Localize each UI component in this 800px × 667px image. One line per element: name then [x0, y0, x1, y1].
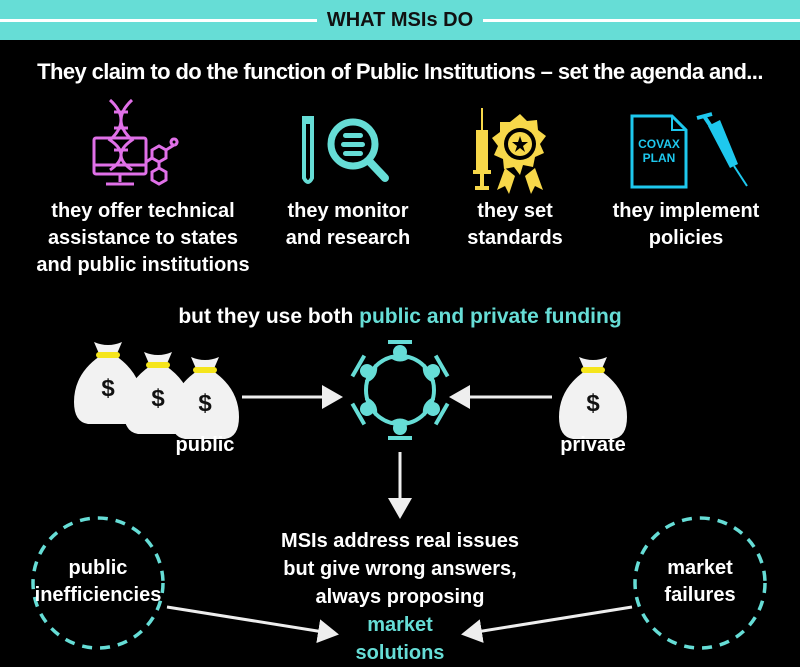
- function-set-standards: they set standards: [445, 198, 585, 252]
- text-line: policies: [648, 227, 724, 249]
- funding-prefix: but they use both: [178, 305, 360, 328]
- funding-heading: but they use both public and private fun…: [0, 303, 800, 330]
- header-divider-right: [482, 19, 800, 22]
- function-monitor-research: they monitor and research: [268, 198, 428, 252]
- text-line: failures: [664, 584, 736, 606]
- header-title: WHAT MSIs DO: [0, 9, 800, 32]
- function-technical-assistance: they offer technical assistance to state…: [23, 198, 263, 279]
- covax-doc-line-2: PLAN: [643, 151, 676, 165]
- text-line-highlight: market: [367, 614, 433, 636]
- test-tube-magnifier-icon: [302, 116, 389, 184]
- text-line-highlight: solutions: [355, 642, 445, 664]
- text-line: they offer technical: [51, 200, 235, 222]
- text-line: MSIs address real issues: [281, 530, 519, 552]
- text-line: market: [667, 557, 733, 579]
- public-money-bags: [74, 342, 239, 439]
- dna-computer-icon: [92, 98, 179, 186]
- covax-plan-syringe-icon: COVAX PLAN: [630, 112, 748, 189]
- syringe-award-icon: [473, 108, 546, 194]
- text-line: public: [68, 557, 128, 579]
- text-line: and research: [285, 227, 411, 249]
- text-line: inefficiencies: [34, 584, 162, 606]
- arrow-inefficiencies: [166, 605, 339, 644]
- market-failures-label: market failures: [630, 555, 770, 609]
- subtitle: They claim to do the function of Public …: [37, 59, 763, 84]
- text-line: standards: [467, 227, 563, 249]
- text-line: and public institutions: [36, 254, 250, 276]
- arrow-failures: [461, 605, 633, 643]
- text-line: they implement: [612, 200, 760, 222]
- text-line: but give wrong answers,: [283, 558, 517, 580]
- outcome-text: MSIs address real issues but give wrong …: [250, 527, 550, 667]
- text-line: always proposing: [315, 586, 485, 608]
- funding-highlight: public and private funding: [359, 305, 622, 328]
- covax-doc-line-1: COVAX: [638, 137, 680, 151]
- public-inefficiencies-label: public inefficiencies: [28, 555, 168, 609]
- public-label: public: [175, 434, 235, 456]
- private-label: private: [560, 434, 626, 456]
- header-divider-left: [0, 19, 318, 22]
- public-inefficiencies-circle: [31, 516, 165, 650]
- private-money-bag: [559, 357, 627, 439]
- text-line: they monitor: [287, 200, 409, 222]
- header-band: WHAT MSIs DO: [0, 0, 800, 40]
- market-failures-circle: [633, 516, 767, 650]
- text-line: they set: [477, 200, 553, 222]
- text-line: assistance to states: [47, 227, 239, 249]
- round-table-people-icon: [349, 338, 451, 442]
- function-implement-policies: they implement policies: [596, 198, 776, 252]
